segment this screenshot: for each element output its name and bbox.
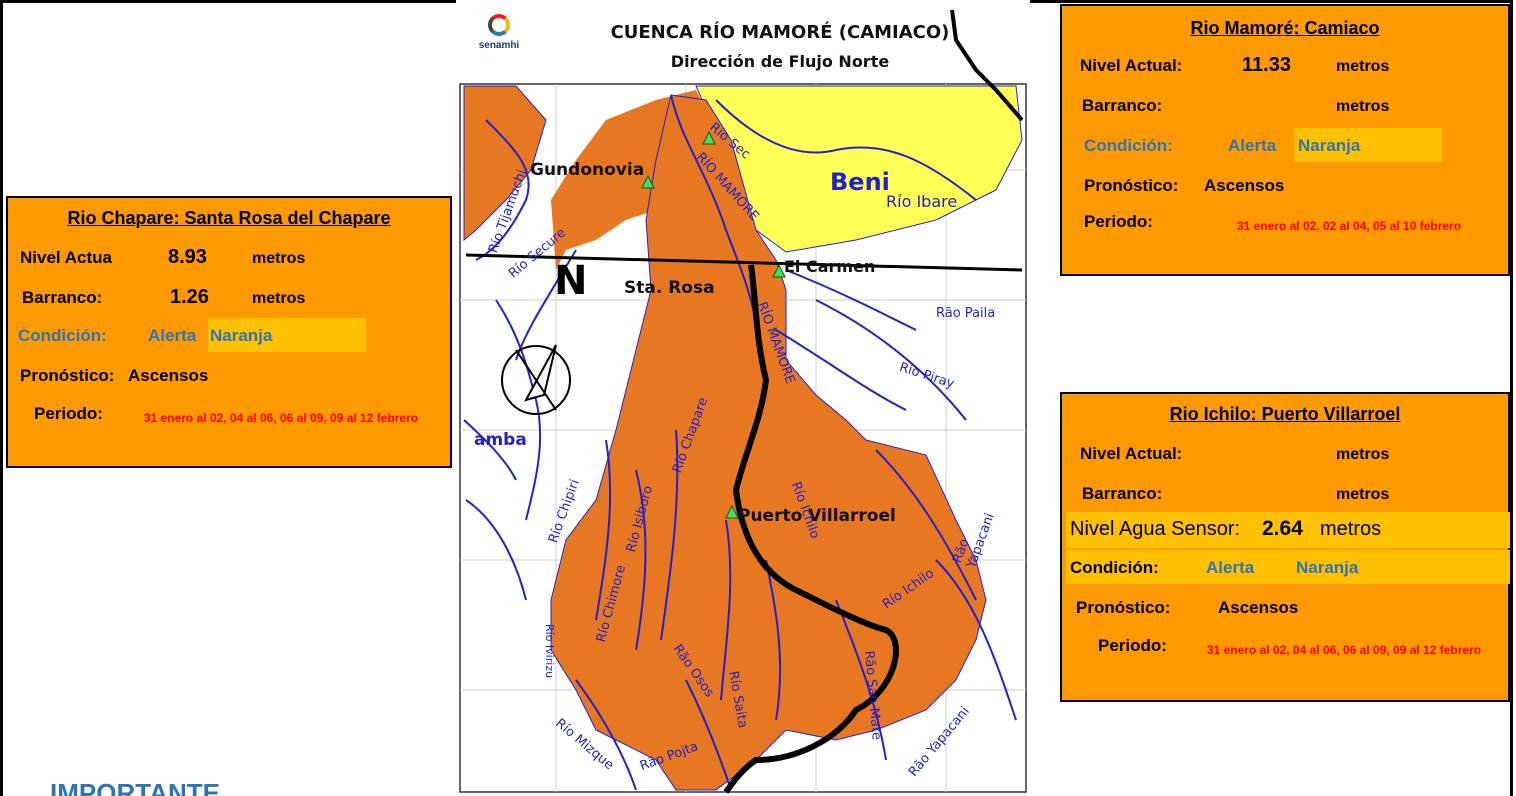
chapare-nivel-label: Nivel Actua bbox=[20, 248, 112, 267]
mamore-pronostico-label: Pronóstico: bbox=[1084, 176, 1179, 195]
map-title: CUENCA RÍO MAMORÉ (CAMIACO) bbox=[610, 22, 950, 43]
mamore-condicion-alerta: Alerta bbox=[1228, 136, 1277, 155]
ichilo-sensor-band bbox=[1066, 512, 1510, 548]
logo-text: senamhi bbox=[478, 40, 520, 51]
mamore-condicion-label: Condición: bbox=[1084, 136, 1173, 155]
map-subtitle: Dirección de Flujo Norte bbox=[670, 52, 890, 71]
chapare-periodo-value: 31 enero al 02, 04 al 06, 06 al 09, 09 a… bbox=[143, 411, 419, 425]
panel-ichilo-title: Rio Ichilo: Puerto Villarroel bbox=[1169, 404, 1401, 424]
ichilo-barranco-unit: metros bbox=[1336, 486, 1390, 503]
mamore-pronostico-value: Ascensos bbox=[1204, 176, 1285, 195]
panel-chapare-title: Rio Chapare: Santa Rosa del Chapare bbox=[67, 208, 391, 228]
mamore-condicion-color: Naranja bbox=[1298, 136, 1361, 155]
logo-circle-icon bbox=[488, 14, 510, 36]
label-rio-ibare: Río Ibare bbox=[886, 192, 958, 211]
mamore-nivel-label: Nivel Actual: bbox=[1080, 56, 1183, 75]
ichilo-sensor-value: 2.64 bbox=[1262, 517, 1303, 540]
ichilo-condicion-label: Condición: bbox=[1070, 558, 1159, 577]
mamore-periodo-value: 31 enero al 02, 02 al 04, 05 al 10 febre… bbox=[1236, 219, 1462, 233]
label-rio-paila: Rão Paila bbox=[936, 306, 996, 321]
ichilo-periodo-label: Periodo: bbox=[1098, 636, 1167, 655]
ichilo-pronostico-value: Ascensos bbox=[1218, 598, 1299, 617]
ichilo-periodo-value: 31 enero al 02, 04 al 06, 06 al 09, 09 a… bbox=[1206, 643, 1482, 657]
label-north: N bbox=[554, 258, 588, 304]
label-sta-rosa: Sta. Rosa bbox=[624, 278, 715, 298]
frame-top-right bbox=[1030, 0, 1513, 3]
chapare-barranco-value: 1.26 bbox=[170, 286, 209, 308]
chapare-periodo-label: Periodo: bbox=[34, 404, 103, 423]
mamore-barranco-label: Barranco: bbox=[1082, 96, 1163, 115]
label-beni-region: Beni bbox=[830, 168, 890, 196]
basin-map: senamhi CUENCA RÍO MAMORÉ (CAMIACO) Dire… bbox=[456, 0, 1030, 796]
ichilo-sensor-label: Nivel Agua Sensor: bbox=[1070, 518, 1241, 540]
label-gundonovia: Gundonovia bbox=[530, 160, 645, 180]
label-rio-ivirizu: Río Ivirizu bbox=[543, 624, 556, 679]
chapare-condicion-alerta: Alerta bbox=[148, 326, 197, 345]
mamore-periodo-label: Periodo: bbox=[1084, 212, 1153, 231]
chapare-barranco-label: Barranco: bbox=[22, 288, 103, 307]
ichilo-sensor-unit: metros bbox=[1320, 518, 1382, 540]
frame-left bbox=[0, 0, 3, 796]
ichilo-condicion-band bbox=[1066, 550, 1510, 584]
ichilo-nivel-unit: metros bbox=[1336, 446, 1390, 463]
basin-map-svg bbox=[456, 0, 1030, 794]
mamore-nivel-unit: metros bbox=[1336, 58, 1390, 75]
label-el-carmen: El Carmen bbox=[784, 257, 876, 276]
ichilo-pronostico-label: Pronóstico: bbox=[1076, 598, 1171, 617]
ichilo-condicion-alerta: Alerta bbox=[1206, 558, 1255, 577]
mamore-nivel-value: 11.33 bbox=[1242, 54, 1291, 76]
frame-right bbox=[1510, 0, 1513, 796]
importante-heading: IMPORTANTE bbox=[50, 778, 220, 796]
ichilo-nivel-label: Nivel Actual: bbox=[1080, 444, 1183, 463]
label-puerto-villarroel: Puerto Villarroel bbox=[738, 506, 896, 526]
ichilo-barranco-label: Barranco: bbox=[1082, 484, 1163, 503]
chapare-pronostico-label: Pronóstico: bbox=[20, 366, 115, 385]
mamore-barranco-unit: metros bbox=[1336, 98, 1390, 115]
mamore-condicion-highlight bbox=[1294, 128, 1442, 162]
panel-mamore-title: Rio Mamoré: Camiaco bbox=[1190, 18, 1380, 38]
chapare-pronostico-value: Ascensos bbox=[128, 366, 209, 385]
ichilo-condicion-color: Naranja bbox=[1296, 558, 1359, 577]
panel-chapare: Rio Chapare: Santa Rosa del Chapare Nive… bbox=[6, 196, 452, 468]
chapare-condicion-color: Naranja bbox=[210, 326, 273, 345]
chapare-barranco-unit: metros bbox=[252, 290, 306, 307]
label-cbba: amba bbox=[474, 430, 527, 450]
chapare-condicion-label: Condición: bbox=[18, 326, 107, 345]
senamhi-logo: senamhi bbox=[470, 14, 528, 70]
panel-mamore: Rio Mamoré: Camiaco Nivel Actual: 11.33 … bbox=[1060, 4, 1510, 276]
chapare-nivel-unit: metros bbox=[252, 250, 306, 267]
frame-top-left bbox=[0, 0, 456, 3]
chapare-nivel-value: 8.93 bbox=[168, 246, 207, 268]
chapare-condicion-highlight bbox=[208, 318, 366, 352]
